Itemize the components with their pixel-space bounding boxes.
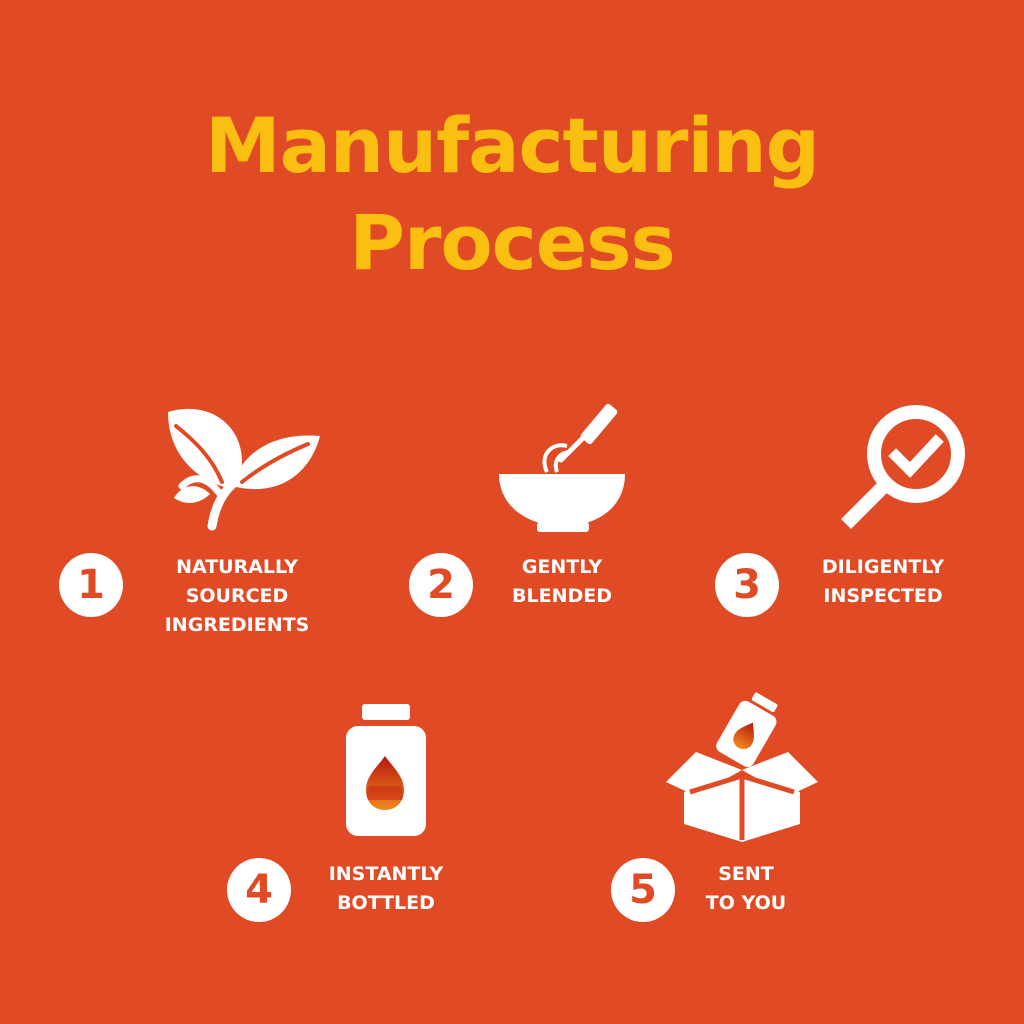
step-4-label: INSTANTLY BOTTLED	[304, 860, 468, 918]
step-3-label: DILIGENTLY INSPECTED	[800, 553, 966, 611]
step-1-label-line-3: INGREDIENTS	[164, 614, 310, 636]
step-2-label-line-1: GENTLY	[521, 556, 603, 578]
step-2-label: GENTLY BLENDED	[487, 553, 637, 611]
step-1-label-line-1: NATURALLY	[176, 556, 298, 578]
page-title-line-2: Process	[349, 198, 675, 287]
step-2-label-line-2: BLENDED	[512, 585, 612, 607]
step-2-number: 2	[409, 553, 473, 617]
step-5-label-line-2: TO YOU	[705, 892, 787, 914]
step-5-label: SENT TO YOU	[690, 860, 802, 918]
box-bottle-icon	[666, 692, 818, 842]
step-1-label: NATURALLY SOURCED INGREDIENTS	[132, 553, 342, 640]
step-4-label-line-1: INSTANTLY	[328, 863, 444, 885]
step-3-label-line-1: DILIGENTLY	[821, 556, 945, 578]
bottle-drop-icon	[346, 704, 426, 836]
step-5-number: 5	[611, 858, 675, 922]
step-5-label-line-1: SENT	[718, 863, 774, 885]
page-title-line-1: Manufacturing	[205, 101, 820, 190]
step-4-label-line-2: BOTTLED	[337, 892, 435, 914]
step-1-label-line-2: SOURCED	[185, 585, 289, 607]
step-3-number: 3	[715, 553, 779, 617]
plant-leaves-icon	[168, 408, 320, 531]
magnifier-check-icon	[841, 405, 965, 529]
step-1-number: 1	[59, 553, 123, 617]
bowl-whisk-icon	[499, 403, 625, 532]
step-4-number: 4	[227, 858, 291, 922]
step-3-label-line-2: INSPECTED	[823, 585, 943, 607]
